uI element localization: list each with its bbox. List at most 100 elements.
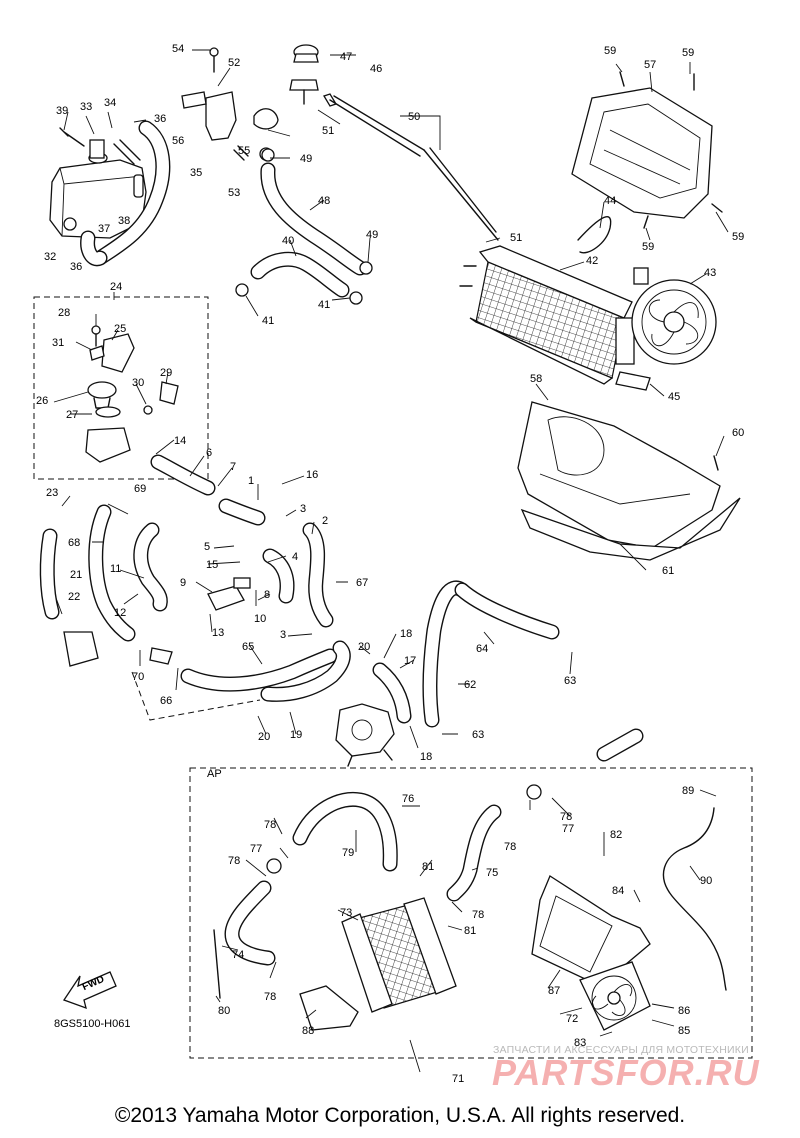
callout: 10	[254, 613, 266, 625]
callout: 37	[98, 223, 110, 235]
cooling-fan	[615, 267, 717, 391]
hose-17	[372, 662, 412, 724]
callout: 78	[264, 819, 276, 831]
callout: 81	[422, 861, 434, 873]
ap-section-frame	[189, 767, 753, 1059]
callout: 81	[464, 925, 476, 937]
callout: 38	[118, 215, 130, 227]
callout: 3	[300, 503, 306, 515]
fwd-arrow-icon	[63, 971, 117, 1010]
hose-clamp-49	[359, 261, 373, 275]
thermostat-group	[85, 325, 179, 463]
callout: 66	[160, 695, 172, 707]
callout: 20	[358, 641, 370, 653]
callout: 15	[206, 559, 218, 571]
callout: 71	[452, 1073, 464, 1085]
hose-1	[218, 498, 266, 526]
callout: 55	[238, 145, 250, 157]
callout: 17	[404, 655, 416, 667]
callout: 79	[342, 847, 354, 859]
thermostat-group-frame	[33, 296, 209, 480]
callout: 1	[248, 475, 254, 487]
callout: 29	[160, 367, 172, 379]
callout: 78	[560, 811, 572, 823]
callout: 22	[68, 591, 80, 603]
hose-clamp-41b	[349, 291, 363, 305]
plate-88	[299, 985, 359, 1031]
callout: 18	[420, 751, 432, 763]
callout: 20	[258, 731, 270, 743]
callout: 56	[172, 135, 184, 147]
callout: 86	[678, 1005, 690, 1017]
callout: 18	[400, 628, 412, 640]
hose-stub	[596, 728, 644, 762]
hose-clamp-41	[235, 283, 249, 297]
callout: 28	[58, 307, 70, 319]
callout: 84	[612, 885, 624, 897]
callout: 53	[228, 187, 240, 199]
callout: 3	[280, 629, 286, 641]
radiator-hose-pipe-50	[423, 147, 499, 241]
radiator-hose-48	[260, 162, 368, 276]
callout: 49	[366, 229, 378, 241]
callout: 8	[264, 589, 270, 601]
callout: 7	[230, 461, 236, 473]
callout: 64	[476, 643, 488, 655]
callout: 90	[700, 875, 712, 887]
radiator-cover	[517, 401, 741, 561]
callout: 23	[46, 487, 58, 499]
hose-clamp-49b	[261, 148, 275, 162]
callout: 16	[306, 469, 318, 481]
callout: 14	[174, 435, 186, 447]
leader-lines	[53, 49, 729, 1073]
callout: 62	[464, 679, 476, 691]
callout: 35	[190, 167, 202, 179]
callout: 72	[566, 1013, 578, 1025]
callout: 75	[486, 867, 498, 879]
routing-line-lower	[131, 671, 261, 721]
callout: 48	[318, 195, 330, 207]
callout-numbers: 1 2 3 3 4 5 6 7 8 9 10 11 12 13 14 15 16…	[36, 43, 744, 1085]
callout: 76	[402, 793, 414, 805]
callout: 63	[564, 675, 576, 687]
callout: 36	[70, 261, 82, 273]
diagram-reference-code: 8GS5100-H061	[54, 1018, 131, 1030]
reservoir-hose-35	[80, 120, 171, 267]
callout: 47	[340, 51, 352, 63]
hose-6	[150, 454, 216, 496]
parts-diagram: 1 2 3 3 4 5 6 7 8 9 10 11 12 13 14 15 16…	[33, 43, 753, 1085]
callout: 65	[242, 641, 254, 653]
callout: 78	[228, 855, 240, 867]
callout: 67	[356, 577, 368, 589]
callout: 44	[604, 195, 616, 207]
callout: 41	[262, 315, 274, 327]
collar-77b	[266, 858, 282, 874]
callout: 42	[586, 255, 598, 267]
callout: 52	[228, 57, 240, 69]
callout: 82	[610, 829, 622, 841]
radiator	[459, 245, 635, 385]
callout: 63	[472, 729, 484, 741]
callout: 26	[36, 395, 48, 407]
callout: 24	[110, 281, 122, 293]
bolt-39	[59, 127, 85, 147]
copyright-notice: ©2013 Yamaha Motor Corporation, U.S.A. A…	[114, 1104, 686, 1127]
callout: 27	[66, 409, 78, 421]
callout: 88	[302, 1025, 314, 1037]
callout: 43	[704, 267, 716, 279]
hose-2	[302, 522, 334, 628]
callout: 87	[548, 985, 560, 997]
callout: 5	[204, 541, 210, 553]
callout: 59	[682, 47, 694, 59]
callout: 51	[510, 232, 522, 244]
callout: 50	[408, 111, 420, 123]
pipe-21	[39, 528, 60, 620]
hose-75	[446, 804, 502, 902]
callout: 83	[574, 1037, 586, 1049]
callout: 80	[218, 1005, 230, 1017]
callout: 46	[370, 63, 382, 75]
collar-77	[526, 784, 542, 800]
callout: 32	[44, 251, 56, 263]
water-pump	[335, 703, 395, 767]
callout: 89	[682, 785, 694, 797]
